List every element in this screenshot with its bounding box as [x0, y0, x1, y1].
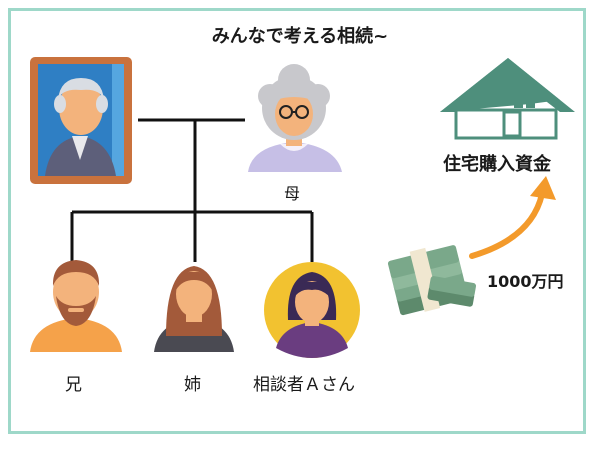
brother-label: 兄 — [65, 375, 82, 395]
house-purchase-label: 住宅購入資金 — [443, 154, 551, 175]
arrow-icon — [469, 176, 556, 259]
father-portrait — [30, 57, 132, 184]
mother-icon — [248, 64, 342, 172]
family-tree-lines — [70, 118, 314, 262]
page-title: みんなで考える相続~ — [211, 26, 389, 47]
sister-label: 姉 — [184, 375, 201, 395]
client-icon — [264, 262, 360, 358]
client-label: 相談者Ａさん — [253, 375, 355, 395]
brother-icon — [30, 260, 122, 352]
sister-icon — [154, 266, 234, 352]
house-icon — [440, 58, 575, 140]
amount-label: 1000万円 — [487, 272, 564, 291]
money-stack-icon — [387, 245, 477, 316]
mother-label: 母 — [284, 184, 301, 203]
